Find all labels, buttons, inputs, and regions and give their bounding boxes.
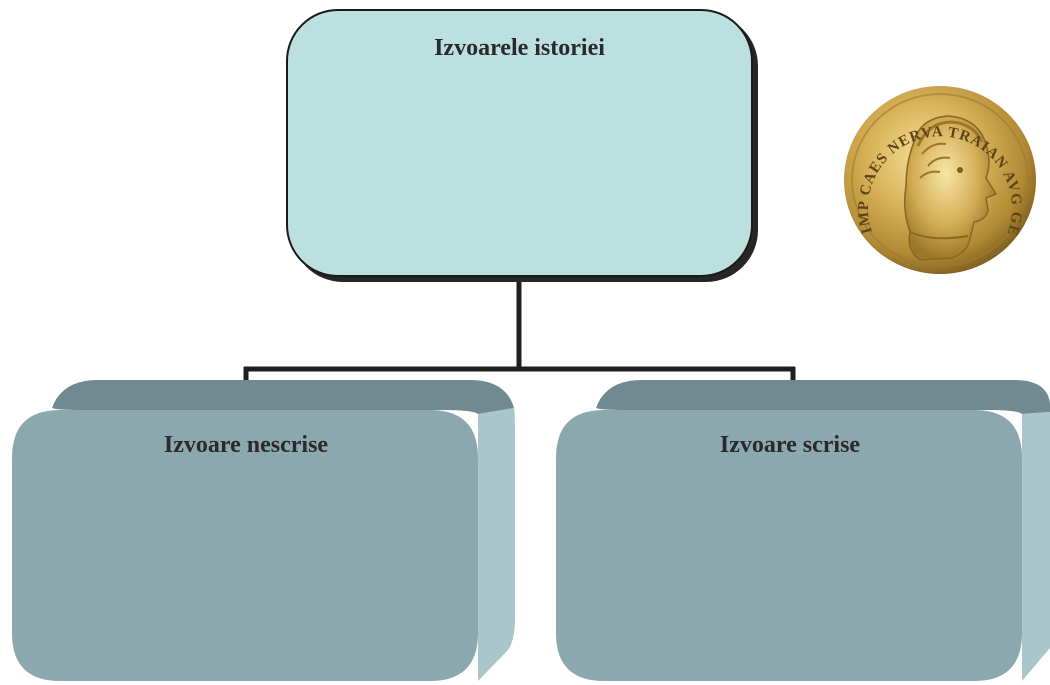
bevel-top bbox=[52, 380, 514, 414]
roman-gold-coin: IMP CAES NERVA TRAIAN AVG GERM bbox=[836, 82, 1036, 274]
emperor-portrait bbox=[903, 115, 998, 261]
bevel-face bbox=[12, 410, 478, 681]
child-node-unwritten-sources: Izvoare nescrise bbox=[12, 378, 517, 683]
coin-rim bbox=[851, 93, 1029, 267]
bevel-top bbox=[596, 380, 1050, 414]
child-node-shape bbox=[12, 380, 515, 681]
bevel-side bbox=[1022, 412, 1050, 681]
bevel-side bbox=[478, 408, 515, 681]
child-node-written-sources: Izvoare scrise bbox=[556, 378, 1050, 683]
bevel-face bbox=[556, 410, 1022, 681]
root-node: Izvoarele istoriei bbox=[286, 9, 753, 277]
child-node-label: Izvoare scrise bbox=[719, 432, 861, 458]
child-node-shape bbox=[556, 380, 1050, 681]
child-node-label: Izvoare nescrise bbox=[163, 432, 329, 458]
root-node-label: Izvoarele istoriei bbox=[434, 35, 605, 61]
